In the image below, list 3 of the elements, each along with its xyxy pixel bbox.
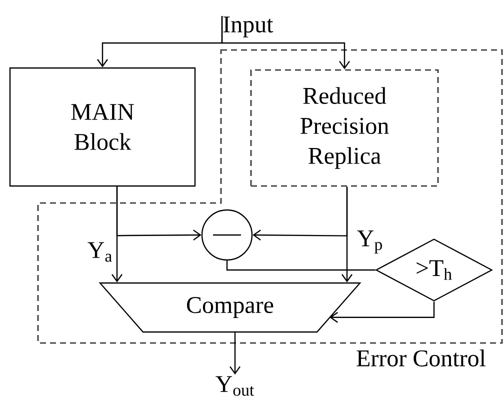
arrow bbox=[230, 332, 240, 375]
output-label: Y$_{out}$ bbox=[216, 376, 254, 396]
input-label: Input bbox=[223, 16, 274, 38]
